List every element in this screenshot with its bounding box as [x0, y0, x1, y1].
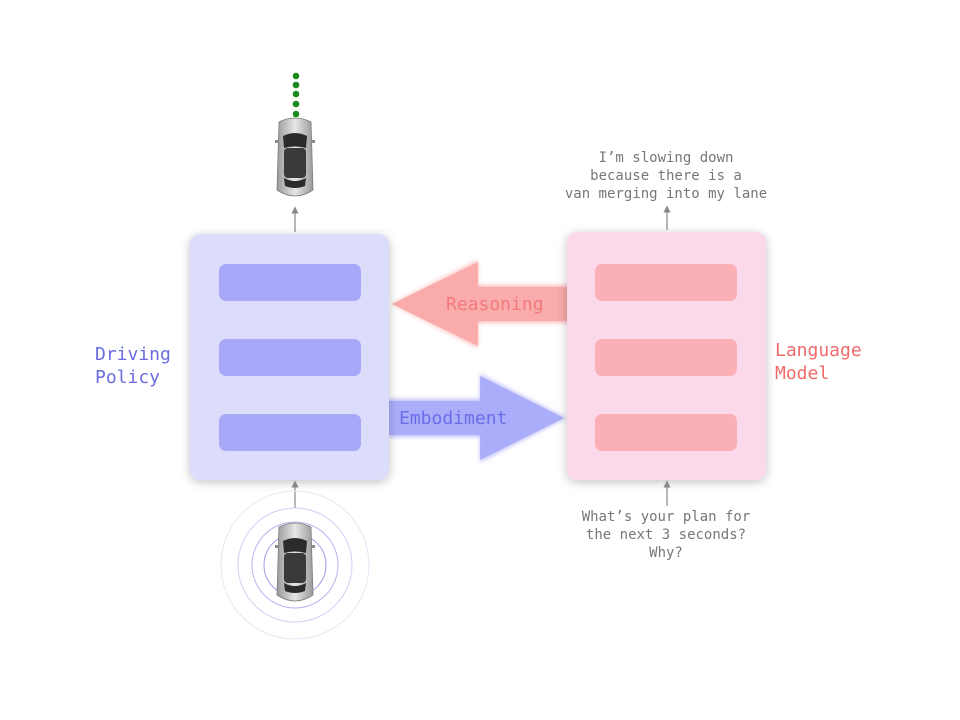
output-caption: I’m slowing down because there is a van … [564, 150, 768, 202]
language-model-label: Language Model [775, 340, 862, 384]
policy-layer-1 [219, 264, 361, 301]
lm-layer-2 [595, 339, 737, 376]
driving-policy-label: Driving Policy [95, 344, 171, 388]
policy-layer-3 [219, 414, 361, 451]
reasoning-label: Reasoning [446, 294, 544, 315]
trajectory-dots-icon [292, 72, 300, 118]
policy-layer-2 [219, 339, 361, 376]
reasoning-arrow [392, 260, 572, 348]
car-bottom-icon [275, 522, 315, 602]
embodiment-arrow [388, 374, 566, 462]
driving-policy-box [190, 234, 389, 480]
language-model-box [567, 232, 766, 480]
input-caption: What’s your plan for the next 3 seconds?… [581, 509, 751, 561]
embodiment-label: Embodiment [399, 408, 508, 429]
sensor-rings-icon [220, 490, 370, 640]
car-top-icon [275, 117, 315, 197]
lm-layer-3 [595, 414, 737, 451]
lm-layer-1 [595, 264, 737, 301]
